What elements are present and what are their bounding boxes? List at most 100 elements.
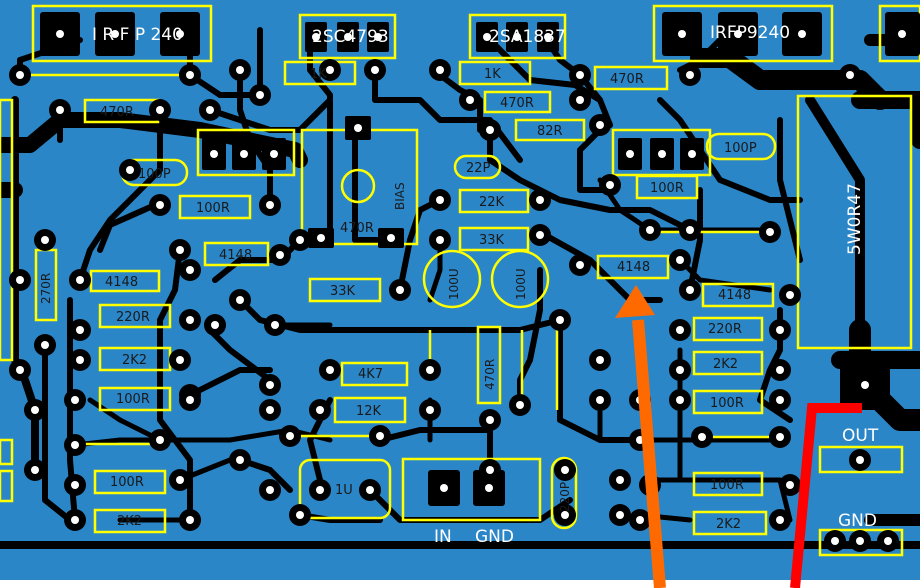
pad-hole <box>436 236 444 244</box>
pad-hole <box>536 196 544 204</box>
pad-hole <box>296 236 304 244</box>
pad-hole <box>71 481 79 489</box>
pad-hole <box>270 150 278 158</box>
pad-hole <box>286 432 294 440</box>
label-bias: BIAS <box>393 182 407 210</box>
pad-hole <box>561 511 569 519</box>
pad-hole <box>734 30 742 38</box>
pad-hole <box>111 30 119 38</box>
pad-hole <box>440 484 448 492</box>
pad-hole <box>76 276 84 284</box>
pad-hole <box>786 291 794 299</box>
pad-hole <box>766 228 774 236</box>
pad-hole <box>396 286 404 294</box>
label-r-4k7: 4K7 <box>358 367 383 382</box>
r-5w0r47-outline <box>796 94 913 350</box>
pad-hole <box>41 236 49 244</box>
label-c-100p-b: 100P <box>724 141 757 156</box>
pad-hole <box>576 96 584 104</box>
label-r-82r: 82R <box>537 124 563 139</box>
pad-hole <box>71 396 79 404</box>
pad-hole <box>374 33 382 41</box>
pad-hole <box>326 66 334 74</box>
pad-hole <box>326 366 334 374</box>
right-top-transistor-outline <box>878 4 920 63</box>
pad-hole <box>296 511 304 519</box>
pad-hole <box>513 33 521 41</box>
pad-hole <box>176 476 184 484</box>
q-2sc4793-outline <box>298 13 397 60</box>
traces <box>0 27 920 549</box>
pad-hole <box>678 30 686 38</box>
pad-hole <box>626 150 634 158</box>
bias-pot-knob <box>340 168 376 204</box>
label-irfp9240: IRFP9240 <box>710 23 790 43</box>
pad-hole <box>646 226 654 234</box>
label-d-4148-b: 4148 <box>617 260 650 275</box>
pad-hole <box>211 321 219 329</box>
pad-hole <box>366 486 374 494</box>
pad-hole <box>776 516 784 524</box>
label-2sc4793: 2SC4793 <box>312 27 389 47</box>
pad-hole <box>376 432 384 440</box>
pad-hole <box>236 456 244 464</box>
pad-hole <box>371 66 379 74</box>
label-r-470r-d: 470R <box>340 221 374 236</box>
pad-hole <box>576 261 584 269</box>
label-r-12k: 12K <box>356 404 382 419</box>
pad-hole <box>387 234 395 242</box>
out-connector-outline <box>818 445 904 474</box>
label-r-470r-e: 470R <box>483 359 497 390</box>
pad-hole <box>126 166 134 174</box>
labels: I R F P 240 IRFP9240 2SC4793 2SA1837 1K … <box>39 23 879 547</box>
pad-hole <box>658 150 666 158</box>
irfp9240-outline <box>652 4 834 63</box>
label-r-2k2-c: 2K2 <box>117 514 142 529</box>
pad-hole <box>636 516 644 524</box>
label-gnd-out: GND <box>838 511 877 531</box>
label-r-5w0r47: 5W0R47 <box>845 183 865 255</box>
pad-hole <box>56 106 64 114</box>
pad-hole <box>786 481 794 489</box>
pad-hole <box>240 150 248 158</box>
pad-hole <box>516 401 524 409</box>
pad-hole <box>576 71 584 79</box>
pad-hole <box>210 150 218 158</box>
pad-hole <box>266 406 274 414</box>
pad-hole <box>316 486 324 494</box>
pad-hole <box>426 406 434 414</box>
pad-hole <box>236 296 244 304</box>
label-r-220r-b: 220R <box>708 322 742 337</box>
pad-hole <box>256 91 264 99</box>
pad-hole <box>616 511 624 519</box>
pad-hole <box>316 406 324 414</box>
label-r-2k2-a: 2K2 <box>122 353 147 368</box>
pad-hole <box>317 234 325 242</box>
pad-hole <box>312 33 320 41</box>
label-r-2k2-b: 2K2 <box>713 357 738 372</box>
pad-hole <box>483 33 491 41</box>
pad-hole <box>856 537 864 545</box>
pad-hole <box>544 33 552 41</box>
pad-hole <box>16 71 24 79</box>
pad-hole <box>31 466 39 474</box>
pad-hole <box>556 316 564 324</box>
pad-hole <box>536 231 544 239</box>
pad-hole <box>676 366 684 374</box>
label-in: IN <box>434 527 452 547</box>
label-r-100r-b: 100R <box>650 181 684 196</box>
pad-hole <box>698 433 706 441</box>
pad-hole <box>846 71 854 79</box>
pad-hole <box>266 486 274 494</box>
pad-hole <box>776 433 784 441</box>
pad-hole <box>798 30 806 38</box>
orange-arrow-head <box>615 285 655 318</box>
pad-hole <box>186 316 194 324</box>
pad-hole <box>776 326 784 334</box>
pad-hole <box>186 396 194 404</box>
pad-hole <box>236 66 244 74</box>
pad-hole <box>436 66 444 74</box>
pad-hole <box>176 356 184 364</box>
label-gnd-in: GND <box>475 527 514 547</box>
